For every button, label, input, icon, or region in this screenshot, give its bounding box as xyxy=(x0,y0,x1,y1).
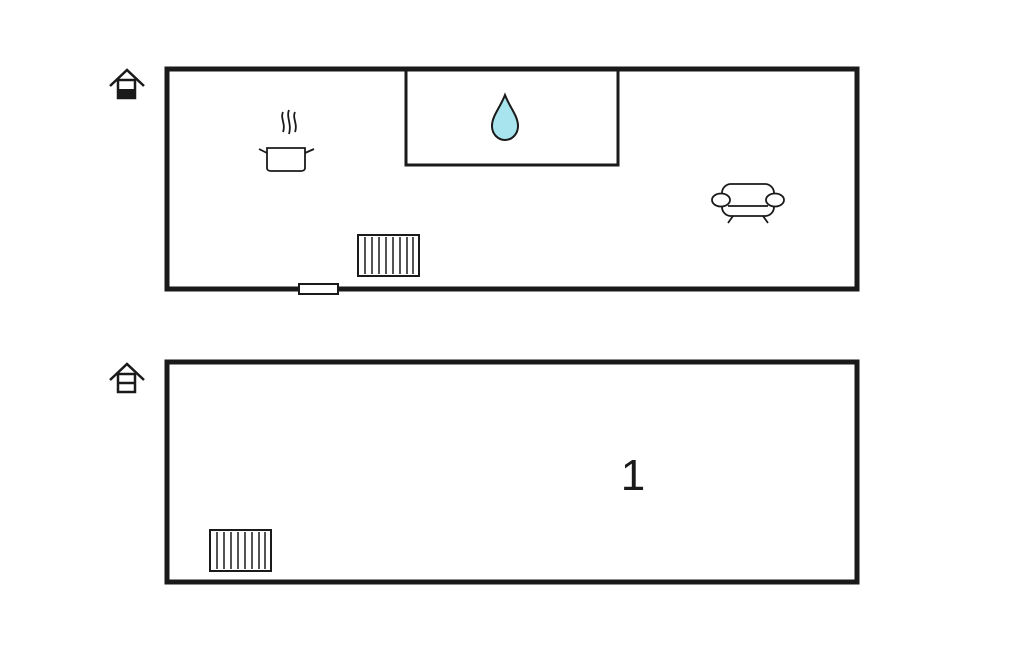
window xyxy=(298,283,339,295)
cooking-pot-icon xyxy=(258,109,315,172)
room-number: 1 xyxy=(621,451,645,500)
upper-floor xyxy=(109,66,860,295)
water-drop-icon xyxy=(490,92,520,142)
bathroom-walls xyxy=(404,69,620,167)
floor-level-house-icon xyxy=(109,68,145,100)
upper-floor-walls xyxy=(164,66,860,292)
lower-floor-walls xyxy=(164,359,860,585)
armchair-icon xyxy=(711,183,785,224)
lower-floor: 1 xyxy=(109,359,860,585)
floor-level-house-icon xyxy=(109,362,145,394)
radiator-icon xyxy=(357,234,420,277)
radiator-icon xyxy=(209,529,272,572)
